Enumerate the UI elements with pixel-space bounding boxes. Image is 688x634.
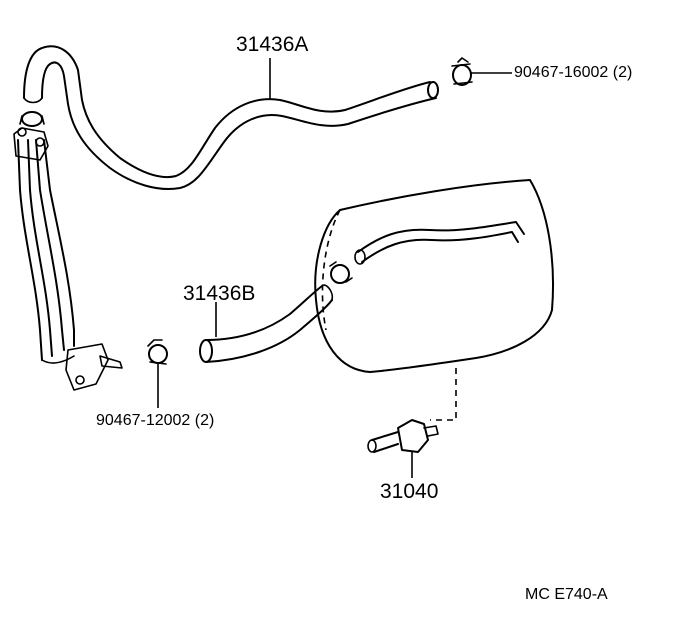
clamp-left-top: [19, 111, 45, 127]
label-hose-31436b: 31436B: [183, 282, 256, 305]
label-hose-31436a: 31436A: [236, 33, 309, 56]
pipe-bracket-assembly: [13, 127, 123, 391]
clamp-upper: [451, 57, 512, 86]
label-valve-31040: 31040: [380, 480, 439, 503]
label-clamp-90467-16002: 90467-16002 (2): [514, 64, 633, 81]
clamp-lower: [147, 339, 168, 408]
figure-code: MC E740-A: [525, 586, 608, 603]
label-clamp-90467-12002: 90467-12002 (2): [96, 412, 215, 429]
valve-31040: [367, 419, 439, 478]
hose-31436a: [23, 45, 439, 190]
charcoal-canister: [314, 179, 555, 421]
